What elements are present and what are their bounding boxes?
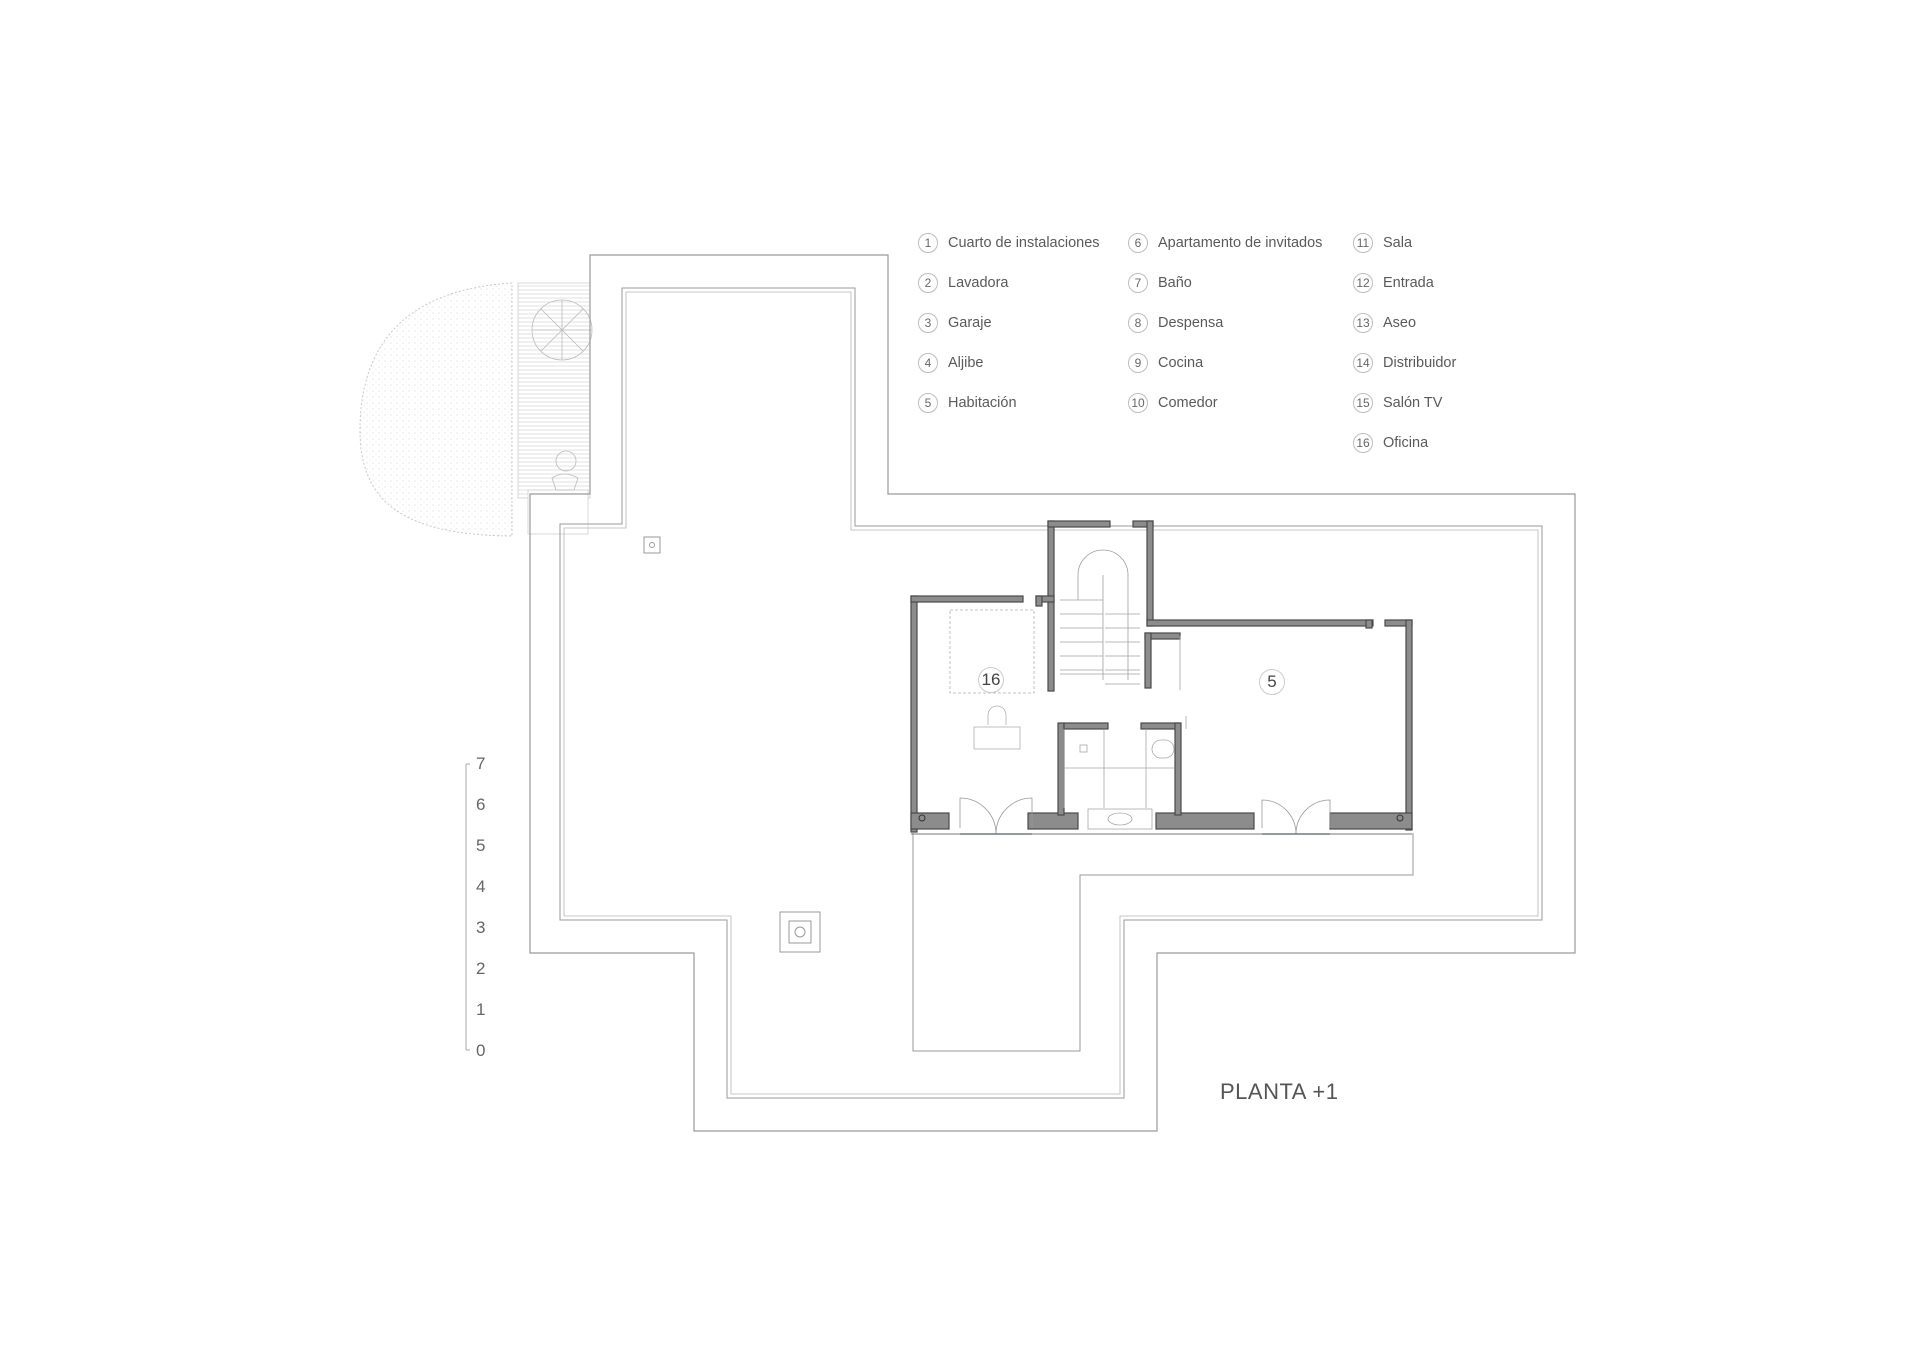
legend-number: 4 [918, 353, 938, 373]
roof-outline-outer [529, 254, 1576, 1132]
legend-item: 10 Comedor [1128, 383, 1353, 423]
scale-label: 4 [476, 877, 486, 896]
legend-item: 2 Lavadora [918, 263, 1128, 303]
legend-item: 1 Cuarto de instalaciones [918, 223, 1128, 263]
scale-label: 0 [476, 1041, 486, 1060]
legend-number: 2 [918, 273, 938, 293]
legend-number: 3 [918, 313, 938, 333]
legend-number: 13 [1353, 313, 1373, 333]
garden-chairs-icon [551, 450, 579, 491]
legend-label: Aseo [1383, 315, 1417, 331]
legend-item: 14 Distribuidor [1353, 343, 1513, 383]
legend-column-3: 11 Sala 12 Entrada 13 Aseo 14 Distribuidor 1… [1353, 223, 1513, 463]
skylight-large [779, 911, 821, 953]
legend-number: 15 [1353, 393, 1373, 413]
legend-label: Entrada [1383, 275, 1434, 291]
scale-label: 2 [476, 959, 486, 978]
legend-label: Baño [1158, 275, 1192, 291]
legend-item: 8 Despensa [1128, 303, 1353, 343]
legend-item: 15 Salón TV [1353, 383, 1513, 423]
legend-number: 12 [1353, 273, 1373, 293]
legend-number: 1 [918, 233, 938, 253]
scale-label: 5 [476, 836, 486, 855]
legend-label: Aljibe [948, 355, 984, 371]
skylight-small [643, 536, 661, 554]
legend-item: 12 Entrada [1353, 263, 1513, 303]
legend-label: Cocina [1158, 355, 1204, 371]
legend-item: 16 Oficina [1353, 423, 1513, 463]
legend-label: Lavadora [948, 275, 1009, 291]
legend-label: Apartamento de invitados [1158, 235, 1323, 251]
legend-number: 10 [1128, 393, 1148, 413]
legend-item: 3 Garaje [918, 303, 1128, 343]
legend-label: Despensa [1158, 315, 1224, 331]
legend-item: 11 Sala [1353, 223, 1513, 263]
legend-number: 8 [1128, 313, 1148, 333]
room-label-5: 5 [1259, 669, 1285, 695]
legend-number: 16 [1353, 433, 1373, 453]
legend-item: 13 Aseo [1353, 303, 1513, 343]
legend-label: Habitación [948, 395, 1017, 411]
legend-number: 9 [1128, 353, 1148, 373]
legend-item: 9 Cocina [1128, 343, 1353, 383]
bathroom-fixtures [1063, 716, 1187, 830]
parasol-icon [531, 299, 593, 361]
legend-column-2: 6 Apartamento de invitados 7 Baño 8 Despens… [1128, 223, 1353, 463]
office-furniture [949, 609, 1035, 750]
legend-label: Garaje [948, 315, 992, 331]
legend-number: 14 [1353, 353, 1373, 373]
lower-terrace-outline [912, 833, 1414, 1052]
scale-label: 6 [476, 795, 486, 814]
scale-bar-line [465, 763, 470, 1051]
room-label-16: 16 [978, 667, 1004, 693]
legend-label: Oficina [1383, 435, 1429, 451]
garden-area [359, 282, 591, 537]
walls [910, 520, 1413, 833]
columns [918, 814, 1404, 822]
legend-label: Distribuidor [1383, 355, 1457, 371]
legend-label: Comedor [1158, 395, 1218, 411]
doors [959, 797, 1331, 835]
legend-number: 11 [1353, 233, 1373, 253]
legend-label: Cuarto de instalaciones [948, 235, 1100, 251]
legend-item: 4 Aljibe [918, 343, 1128, 383]
roof-parapet-inner-2 [563, 291, 1539, 1095]
legend-item: 6 Apartamento de invitados [1128, 223, 1353, 263]
legend-label: Salón TV [1383, 395, 1443, 411]
legend-number: 7 [1128, 273, 1148, 293]
legend-column-1: 1 Cuarto de instalaciones 2 Lavadora 3 Gara… [918, 223, 1128, 463]
legend-number: 5 [918, 393, 938, 413]
legend-label: Sala [1383, 235, 1413, 251]
legend-number: 6 [1128, 233, 1148, 253]
legend-item: 5 Habitación [918, 383, 1128, 423]
room-legend: 1 Cuarto de instalaciones 2 Lavadora 3 Gara… [918, 223, 1513, 463]
plan-title: PLANTA +1 [1220, 1079, 1339, 1104]
legend-item: 7 Baño [1128, 263, 1353, 303]
staircase [1060, 549, 1181, 690]
scale-label: 1 [476, 1000, 486, 1019]
scale-label: 3 [476, 918, 486, 937]
roof-parapet-inner [559, 287, 1543, 1099]
scale-label: 7 [476, 754, 486, 773]
